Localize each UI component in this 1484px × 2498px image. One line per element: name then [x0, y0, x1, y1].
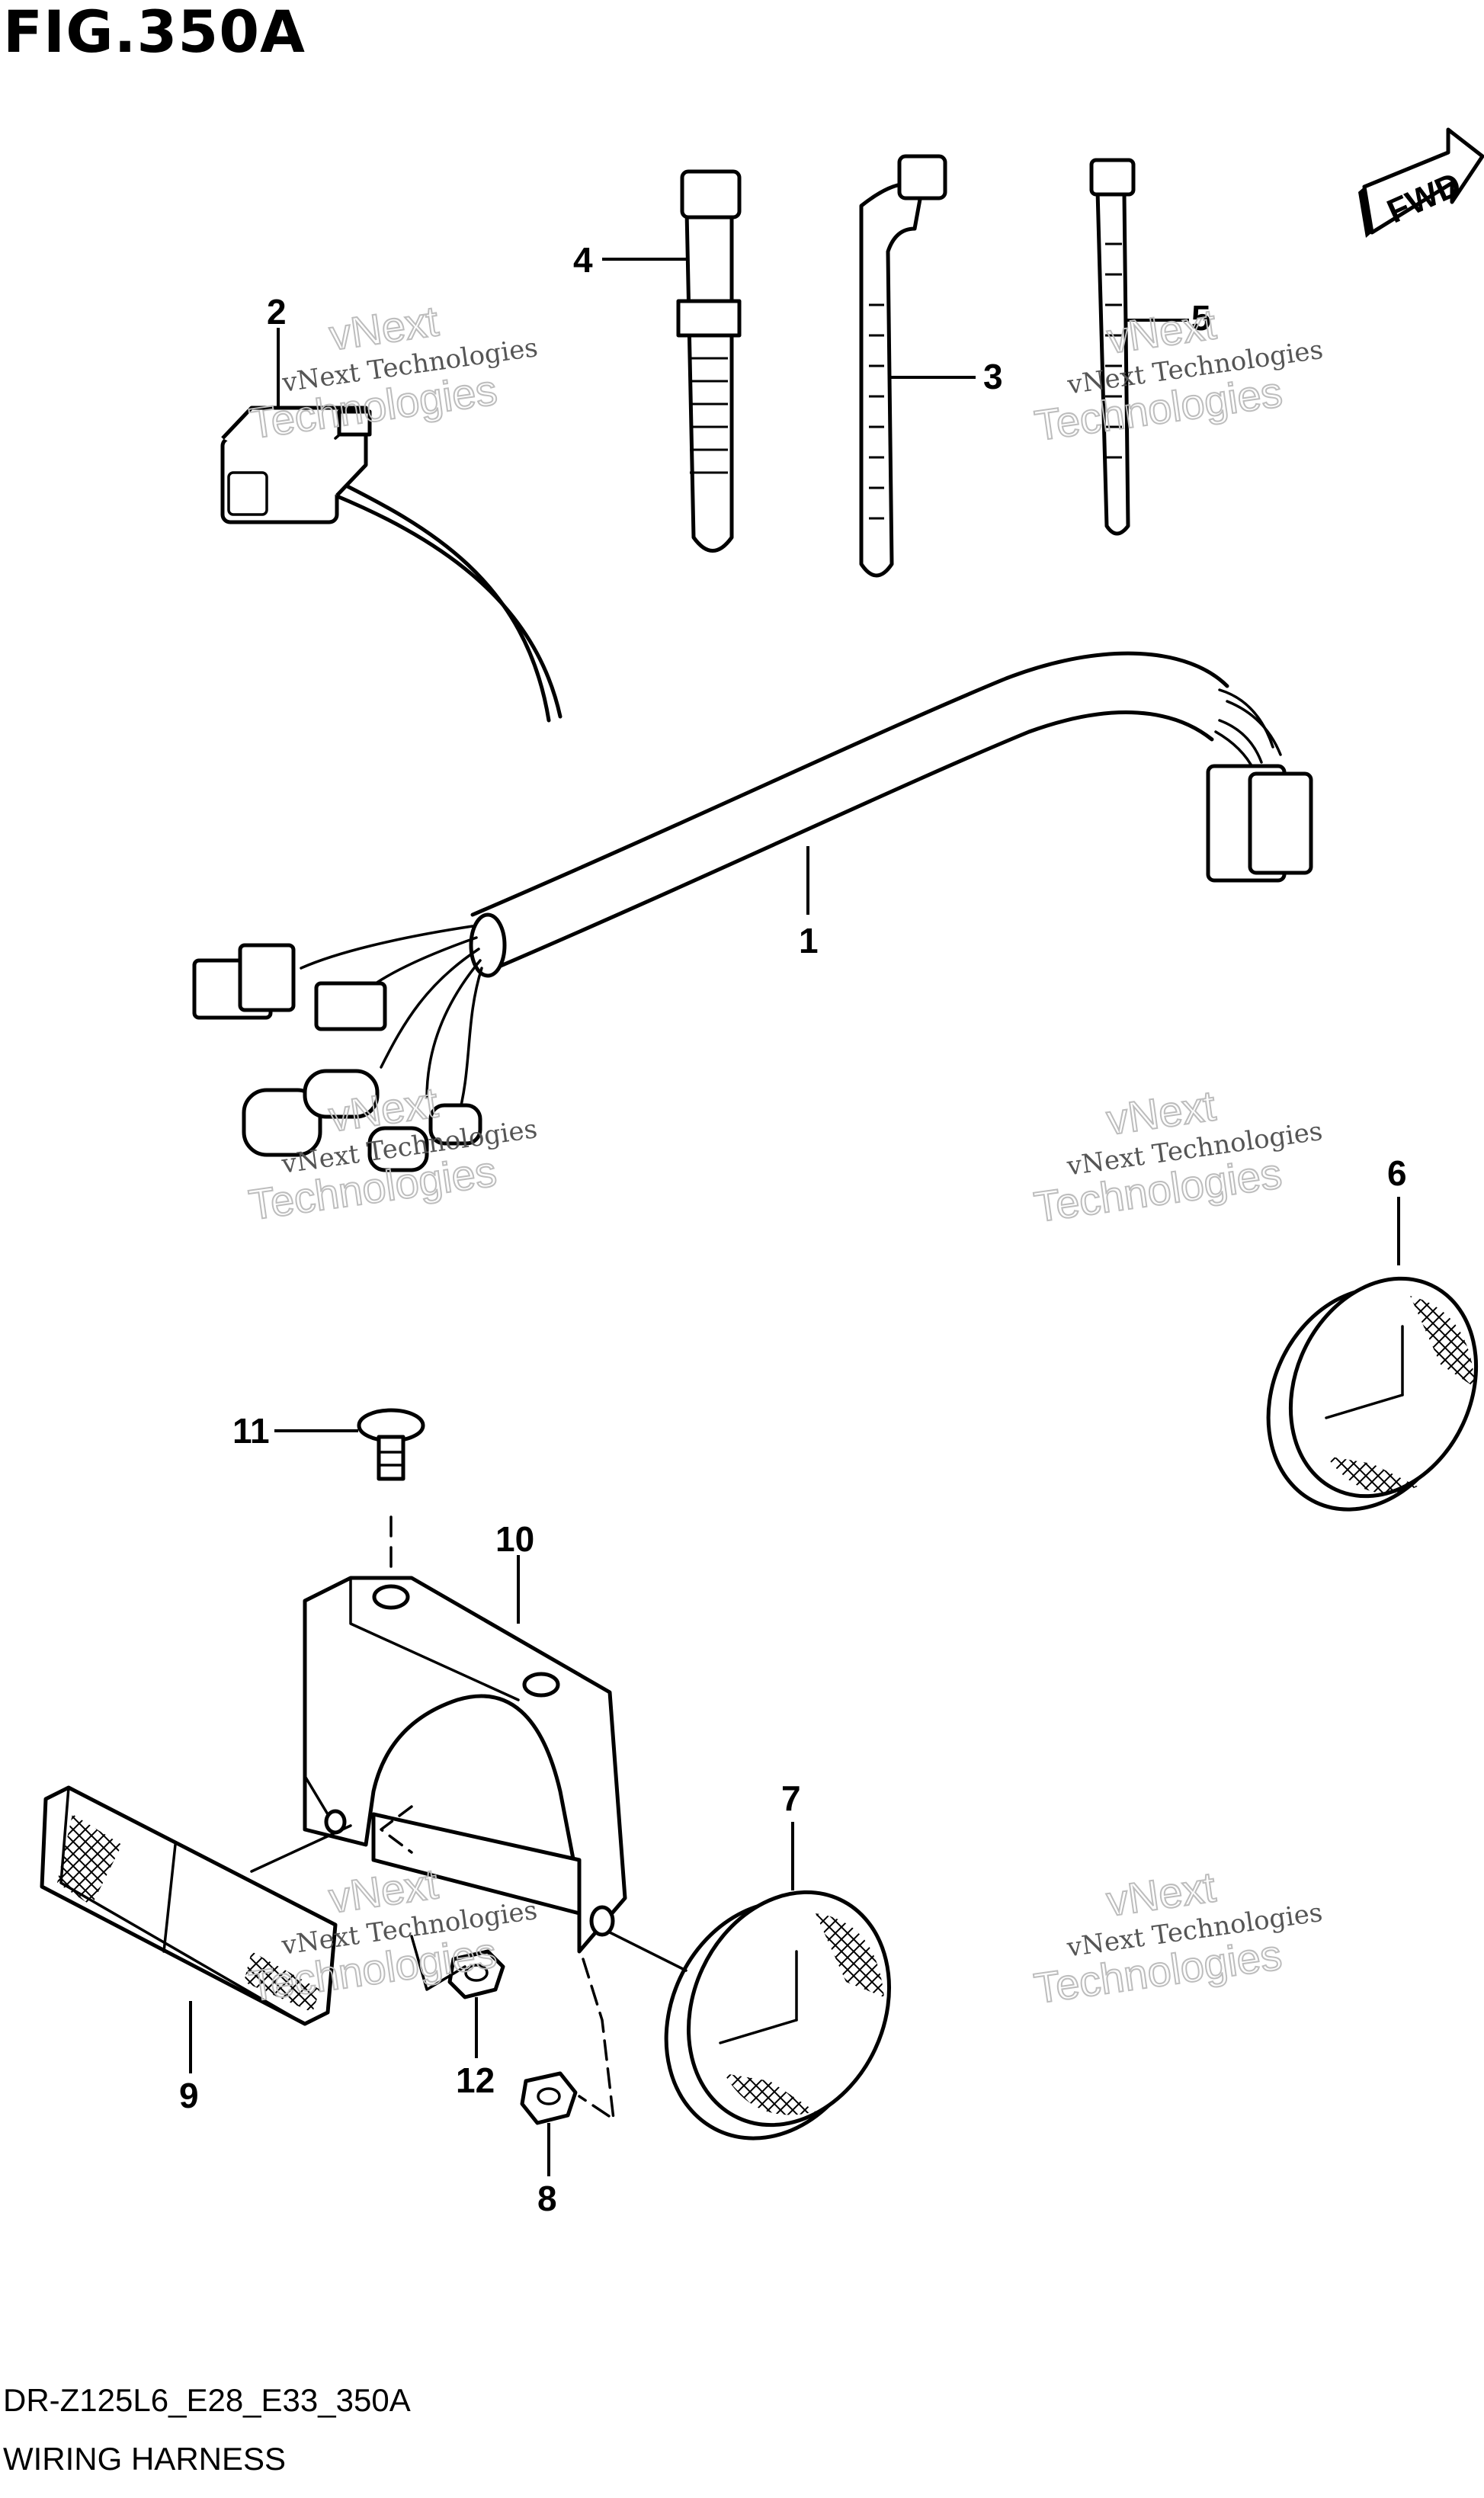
- callout-4: 4: [573, 240, 593, 280]
- model-code: DR-Z125L6_E28_E33_350A: [3, 2382, 411, 2418]
- figure-title: FIG.350A: [3, 0, 306, 66]
- part-4-cable-tie: [602, 169, 742, 553]
- callout-7: 7: [781, 1778, 801, 1818]
- callout-5: 5: [1191, 298, 1211, 338]
- part-6-reflector: [1266, 1197, 1479, 1512]
- callout-9: 9: [179, 2076, 199, 2115]
- callout-8: 8: [537, 2179, 557, 2218]
- assembly-leader-lines: [250, 1805, 688, 2121]
- watermark-top-right: vNext Technologies vNext Technologies: [1031, 299, 1325, 451]
- part-8-nut: [520, 2071, 578, 2176]
- callout-6: 6: [1387, 1153, 1407, 1193]
- callout-12: 12: [456, 2060, 495, 2100]
- section-name: WIRING HARNESS: [3, 2441, 287, 2477]
- part-3-cable-tie: [859, 154, 976, 578]
- part-10-bracket: [303, 1555, 627, 1954]
- part-1-wiring-harness: [192, 651, 1313, 1172]
- part-9-reflector: [40, 1785, 338, 2073]
- watermark-mid-right: vNext Technologies vNext Technologies: [1030, 1080, 1325, 1232]
- watermark-bottom-right: vNext Technologies vNext Technologies: [1030, 1861, 1325, 2013]
- callout-11: 11: [232, 1411, 270, 1451]
- part-5-cable-tie: [1089, 158, 1189, 536]
- callout-10: 10: [495, 1519, 534, 1559]
- part-2-connector: [220, 328, 563, 723]
- part-12-nut: [447, 1949, 505, 2058]
- callout-3: 3: [983, 357, 1003, 396]
- callout-2: 2: [267, 292, 287, 332]
- fwd-arrow-icon: FWD: [1358, 127, 1484, 238]
- part-11-screw: [274, 1408, 425, 1572]
- part-7-reflector: [664, 1822, 892, 2140]
- callout-1: 1: [799, 921, 819, 960]
